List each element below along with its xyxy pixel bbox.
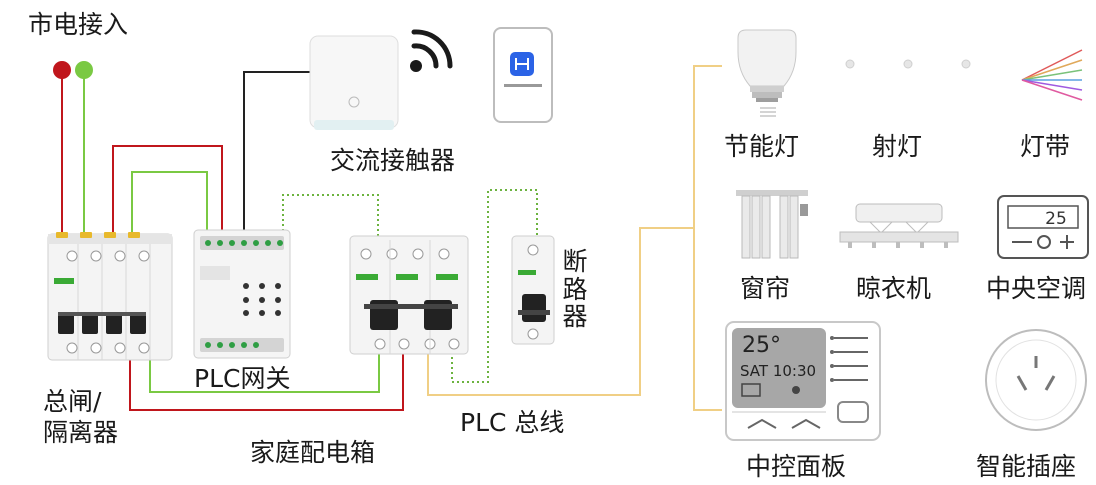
plc-bus-trunk xyxy=(693,65,722,411)
mains-input-label: 市电接入 xyxy=(28,10,129,39)
breaker-label: 断路器 xyxy=(562,247,588,331)
bulb-icon xyxy=(737,29,797,117)
clothes-dryer-label: 晾衣机 xyxy=(856,274,932,303)
thermostat-icon xyxy=(997,195,1089,259)
plc-gateway-label: PLC网关 xyxy=(194,364,291,393)
router-device xyxy=(309,35,399,130)
distribution-box-label: 家庭配电箱 xyxy=(250,438,376,467)
single-breaker xyxy=(511,235,555,345)
main-switch-label: 总闸/ 隔离器 xyxy=(43,386,118,449)
plc-link-dotted xyxy=(282,194,379,236)
panel-temperature: 25° xyxy=(742,333,781,358)
plc-bus-label: PLC 总线 xyxy=(460,408,565,437)
panel-time: SAT 10:30 xyxy=(740,362,816,380)
app-icon xyxy=(493,27,553,123)
light-strip-icon xyxy=(1021,49,1083,101)
wifi-icon xyxy=(410,29,453,72)
socket-icon xyxy=(985,329,1087,431)
curtain-label: 窗帘 xyxy=(740,274,791,303)
plc-gateway-module xyxy=(193,229,291,359)
central-ac-label: 中央空调 xyxy=(986,274,1087,303)
live-terminal-dot xyxy=(53,61,71,79)
spot-light-label: 射灯 xyxy=(872,132,923,161)
plc-bus-line xyxy=(427,227,694,396)
wires xyxy=(61,65,722,411)
breaker-link-dotted xyxy=(451,189,538,383)
smart-socket-label: 智能插座 xyxy=(976,452,1077,481)
bottom-live-loop xyxy=(129,352,404,411)
gateway-live-wire xyxy=(112,145,223,236)
main-isolator-switch xyxy=(47,232,173,361)
router-link-wire xyxy=(243,71,310,236)
control-panel-label: 中控面板 xyxy=(746,452,847,481)
bottom-neutral-loop xyxy=(149,352,380,393)
main-switch-label-line1: 总闸/ xyxy=(43,387,102,416)
gateway-neutral-wire xyxy=(131,171,208,236)
distribution-breakers xyxy=(349,235,469,355)
clothes-dryer-icon xyxy=(839,203,959,248)
light-strip-label: 灯带 xyxy=(1020,132,1071,161)
ac-display-value: 25 xyxy=(1045,209,1067,229)
main-switch-label-line2: 隔离器 xyxy=(43,418,119,448)
control-panel-icon xyxy=(725,321,881,441)
curtain-icon xyxy=(736,190,808,259)
spotlight-icon xyxy=(845,59,971,69)
neutral-terminal-dot xyxy=(75,61,93,79)
contactor-label: 交流接触器 xyxy=(330,146,456,175)
energy-lamp-label: 节能灯 xyxy=(724,132,800,161)
